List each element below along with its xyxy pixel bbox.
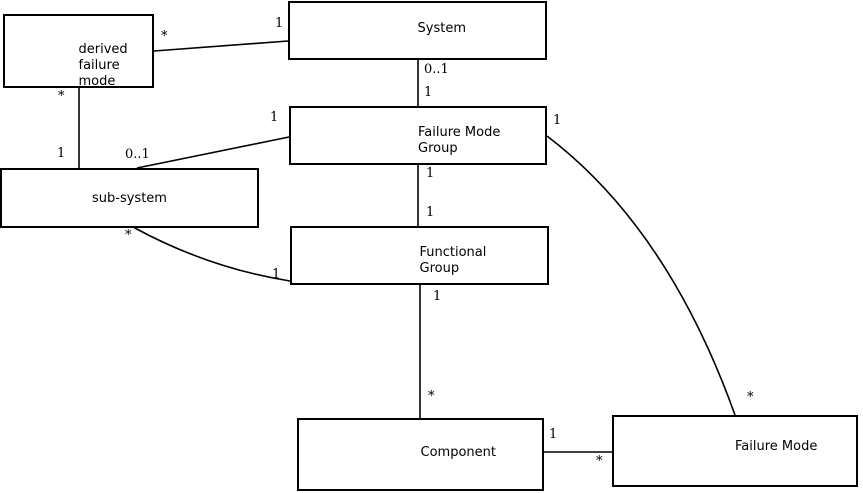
multiplicity-label: *: [58, 89, 65, 104]
edge-failure-mode-group-to-failure-mode: [546, 135, 736, 416]
class-name-line: Failure Mode: [735, 439, 818, 454]
class-name-line: sub-system: [92, 191, 167, 206]
edge-sub-system-to-functional-group: [132, 226, 291, 282]
class-name-line: Group: [419, 261, 460, 276]
class-name: Failure Mode Group: [418, 125, 500, 157]
multiplicity-label: *: [161, 29, 168, 44]
multiplicity-label: *: [428, 389, 435, 404]
multiplicity-label: 1: [424, 85, 433, 100]
class-name: Component: [421, 445, 496, 461]
class-box-derived-failure-mode: derived failure mode: [3, 14, 154, 90]
multiplicity-label: *: [125, 228, 132, 243]
class-name-line: Functional: [419, 245, 487, 260]
multiplicity-label: 1: [272, 267, 281, 282]
multiplicity-label: 0..1: [125, 147, 150, 162]
edge-sub-system-to-failure-mode-group: [136, 136, 290, 169]
multiplicity-label: 1: [270, 110, 279, 125]
multiplicity-label: 1: [426, 166, 435, 181]
class-box-sub-system: sub-system: [0, 168, 259, 228]
multiplicity-label: *: [747, 390, 754, 405]
multiplicity-label: 1: [426, 205, 435, 220]
multiplicity-label: 0..1: [424, 62, 449, 77]
multiplicity-label: *: [596, 454, 603, 469]
class-box-system: System: [288, 1, 547, 60]
class-name-line: System: [417, 21, 466, 36]
class-box-functional-group: Functional Group: [290, 226, 549, 285]
class-name-line: Component: [420, 445, 496, 460]
class-name: derived failure mode: [79, 42, 128, 90]
class-name: sub-system: [2, 191, 257, 207]
multiplicity-label: 1: [553, 113, 562, 128]
multiplicity-label: 1: [549, 427, 558, 442]
class-box-component: Component: [297, 418, 544, 491]
class-box-failure-mode-group: Failure Mode Group: [289, 106, 547, 165]
class-name-line: failure: [78, 58, 120, 73]
class-box-failure-mode: Failure Mode: [612, 415, 858, 487]
class-name-line: Failure Mode: [418, 125, 501, 140]
edge-derived-failure-mode-to-system: [153, 40, 289, 52]
multiplicity-label: 1: [275, 16, 284, 31]
class-name-line: mode: [78, 74, 116, 89]
class-name-line: derived: [78, 42, 128, 57]
class-name: System: [418, 21, 466, 37]
multiplicity-label: 1: [433, 289, 442, 304]
class-name-line: Group: [418, 141, 458, 156]
class-name: Functional Group: [420, 245, 487, 277]
class-name: Failure Mode: [735, 439, 817, 455]
multiplicity-label: 1: [57, 146, 66, 161]
